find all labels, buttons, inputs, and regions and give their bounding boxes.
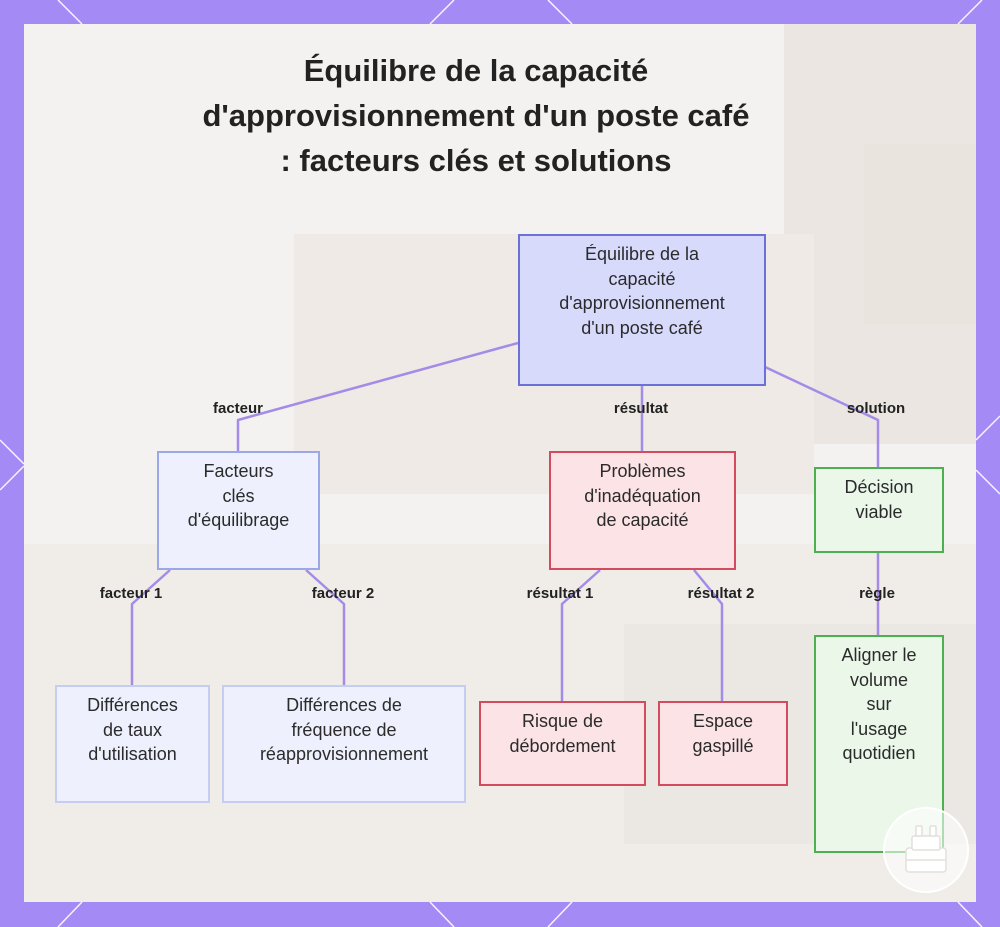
node-wasted-space[interactable]: Espace gaspillé [658,701,788,786]
node-refill-frequency-line-3: réapprovisionnement [259,744,429,764]
node-factors-line-3: d'équilibrage [187,510,290,530]
node-root[interactable]: Équilibre de la capacité d'approvisionne… [518,234,766,386]
edge-label-solution: solution [846,400,906,417]
node-align-volume-line-5: quotidien [842,743,916,763]
node-problems-line-2: d'inadéquation [584,485,701,506]
node-wasted-space-line-2: gaspillé [692,735,754,756]
node-align-volume-line-4: l'usage [850,718,908,739]
node-usage-rates-line-2: de taux [102,719,163,740]
node-root-line-3: d'approvisionnement [559,293,725,313]
node-align-volume-line-1: Aligner le [841,645,917,665]
diagram-title: Équilibre de la capacité d'approvisionne… [176,48,776,183]
node-overflow-risk[interactable]: Risque de débordement [479,701,646,786]
node-problems-line-3: de capacité [596,510,689,530]
node-overflow-risk-line-2: débordement [509,735,616,756]
node-decision-line-2: viable [855,501,903,522]
node-root-line-4: d'un poste café [581,317,703,338]
watermark-logo-icon [883,807,969,893]
title-line-3: : facteurs clés et solutions [280,143,672,178]
node-usage-rates-line-1: Différences [87,695,178,715]
node-refill-frequency[interactable]: Différences de fréquence de réapprovisio… [222,685,466,803]
node-factors-line-2: clés [222,485,255,506]
edge-label-resultat-2: résultat 2 [687,585,755,602]
node-align-volume-line-3: sur [866,694,892,714]
node-problems[interactable]: Problèmes d'inadéquation de capacité [549,451,736,570]
node-align-volume-line-2: volume [849,669,908,690]
title-line-2: d'approvisionnement d'un poste café [202,98,750,133]
node-decision-line-1: Décision [844,477,914,497]
node-refill-frequency-line-2: fréquence de [291,719,397,740]
node-usage-rates-line-3: d'utilisation [88,744,177,764]
node-root-line-1: Équilibre de la [584,244,700,264]
edge-label-facteur: facteur [212,400,264,417]
edge-label-facteur-1: facteur 1 [99,585,163,602]
edge-label-resultat: résultat [613,400,669,417]
node-overflow-risk-line-1: Risque de [521,711,604,731]
edge-label-regle: règle [859,585,895,602]
node-problems-line-1: Problèmes [599,461,686,481]
node-decision[interactable]: Décision viable [814,467,944,553]
title-line-1: Équilibre de la capacité [303,53,649,88]
node-usage-rates[interactable]: Différences de taux d'utilisation [55,685,210,803]
node-refill-frequency-line-1: Différences de [286,695,402,715]
edge-label-facteur-2: facteur 2 [311,585,375,602]
node-root-line-2: capacité [608,268,676,289]
edge-label-resultat-1: résultat 1 [526,585,594,602]
node-wasted-space-line-1: Espace [692,711,754,731]
node-factors[interactable]: Facteurs clés d'équilibrage [157,451,320,570]
node-factors-line-1: Facteurs [203,461,274,481]
